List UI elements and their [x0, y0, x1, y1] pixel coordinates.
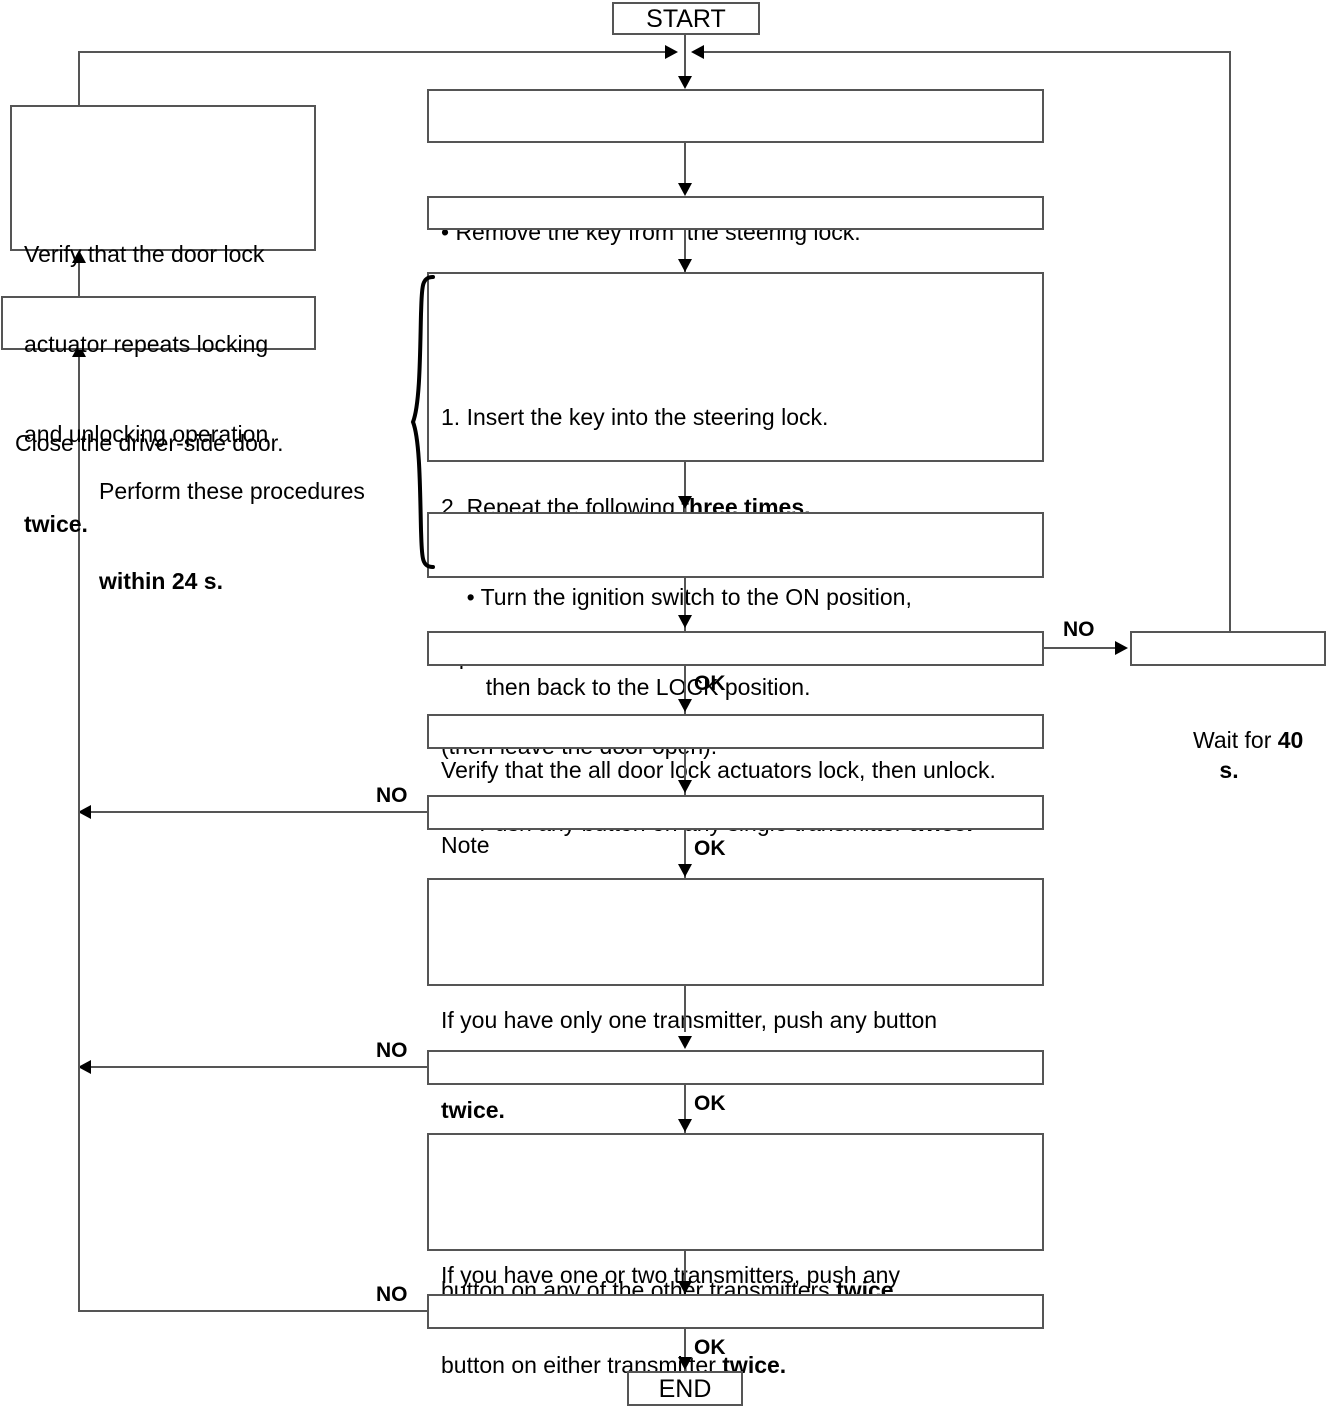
node-wait-40s-emph: 40 s. [1219, 727, 1310, 783]
node-end-label: END [658, 1374, 712, 1403]
edge-start-stem [684, 34, 686, 54]
annotation-perform-within: Perform these procedures within 24 s. [99, 416, 399, 656]
node-remove-key: • Remove the key from the steering lock.… [427, 89, 1044, 335]
edge-open-door-to-insert-key [684, 230, 686, 272]
edge-left-rail-lower [78, 352, 80, 1311]
node-transmitters-b-line-2: button on either transmitter twice. [441, 1350, 1032, 1380]
node-start: START [612, 2, 760, 35]
node-wait-40s-text: Wait for [1192, 727, 1278, 753]
edge-label-no-2: NO [376, 784, 408, 807]
node-start-label: START [646, 4, 726, 33]
edge-verify-4-ok-arrowhead [678, 1357, 692, 1370]
edge-left-return-top [78, 51, 673, 53]
node-end: END [627, 1371, 743, 1406]
edge-verify-2-ok [684, 830, 686, 878]
edge-push-single-to-verify-2 [684, 749, 686, 795]
edge-insert-key-to-open-close [684, 462, 686, 512]
node-verify-4: Verify that the all door lock actuators … [427, 1294, 1044, 1329]
edge-label-ok-2: OK [694, 837, 726, 860]
edge-label-ok-3: OK [694, 1092, 726, 1115]
node-transmitters-b-line-1: If you have one or two transmitters, pus… [441, 1262, 900, 1288]
node-insert-key-note-heading: Note [441, 832, 490, 858]
edge-verify-3-ok [684, 1085, 686, 1133]
annotation-perform-within-line-2: within 24 s. [99, 568, 223, 594]
node-insert-key-line-4: then back to the LOCK position. [441, 674, 811, 700]
node-insert-key: 1. Insert the key into the steering lock… [427, 272, 1044, 948]
edge-merge-to-remove-key [684, 52, 686, 80]
edge-insert-key-to-open-close-arrowhead [678, 496, 692, 509]
node-verify-1: Verify that the all door lock actuators … [427, 631, 1044, 783]
edge-verify-2-no [85, 811, 427, 813]
edge-verify-2-ok-arrowhead [678, 864, 692, 877]
edge-transmitters-a-to-verify-3-arrowhead [678, 1036, 692, 1049]
node-verify-actuator-twice-line-3: and unlocking operation [24, 421, 269, 447]
edge-verify-3-no-arrowhead [78, 1060, 91, 1074]
node-close-driver-door-text: Close the driver-side door. [15, 430, 284, 456]
node-transmitters-a: If you have only one transmitter, push a… [427, 878, 1044, 1303]
node-insert-key-line-3: • Turn the ignition switch to the ON pos… [441, 584, 912, 610]
brace-procedure-group [410, 275, 435, 569]
node-push-single: Push any button on any single transmitte… [427, 714, 1044, 836]
edge-transmitters-b-to-verify-4 [684, 1251, 686, 1291]
edge-transmitters-b-to-verify-4-arrowhead [678, 1281, 692, 1294]
edge-open-close-to-verify-1-arrowhead [678, 615, 692, 628]
node-transmitters-a-line-1: If you have only one transmitter, push a… [441, 1007, 938, 1033]
edge-label-ok-4: OK [694, 1336, 726, 1359]
node-open-driver-door: • Open the driver-side door. [427, 196, 1044, 348]
node-insert-key-line-1: 1. Insert the key into the steering lock… [441, 404, 829, 430]
edge-verify-4-no [78, 1310, 427, 1312]
edge-open-close-to-verify-1 [684, 578, 686, 631]
edge-verify-1-no [1044, 647, 1119, 649]
edge-verify-1-ok-arrowhead [678, 699, 692, 712]
node-wait-40s: Wait for 40 s. [1130, 631, 1326, 783]
edge-verify-actuator-to-top-rail [78, 52, 80, 106]
edge-remove-key-to-open-door-arrowhead [678, 183, 692, 196]
edge-close-door-to-verify-actuator-arrowhead [72, 250, 86, 263]
edge-left-return-arrowhead [665, 45, 678, 59]
node-verify-actuator-twice-line-1: Verify that the door lock [24, 241, 265, 267]
node-verify-actuator-twice: Verify that the door lock actuator repea… [10, 105, 316, 537]
edge-label-no-4: NO [376, 1283, 408, 1306]
edge-remove-key-to-open-door [684, 143, 686, 187]
edge-close-door-to-verify-actuator [78, 258, 80, 296]
node-open-close-door: Open and close the driver-side door thre… [427, 512, 1044, 759]
edge-verify-3-ok-arrowhead [678, 1119, 692, 1132]
edge-verify-1-no-arrowhead [1115, 641, 1128, 655]
node-transmitters-a-line-2: twice. [441, 1097, 505, 1123]
edge-push-single-to-verify-2-arrowhead [678, 780, 692, 793]
node-verify-actuator-twice-line-4: twice. [24, 511, 88, 537]
node-verify-3: Verify that the all door lock actuators … [427, 1050, 1044, 1202]
annotation-perform-within-line-1: Perform these procedures [99, 478, 365, 504]
edge-wait-40s-return [1229, 52, 1231, 632]
node-verify-2: Verify that the all door lock actuators … [427, 795, 1044, 947]
edge-verify-2-no-arrowhead [78, 805, 91, 819]
edge-merge-to-remove-key-arrowhead [678, 76, 692, 89]
edge-open-door-to-insert-key-arrowhead [678, 259, 692, 272]
node-verify-actuator-twice-line-2: actuator repeats locking [24, 331, 269, 357]
edge-right-return-top [697, 51, 1231, 53]
node-verify-1-text: Verify that the all door lock actuators … [441, 757, 996, 783]
edge-label-no-3: NO [376, 1039, 408, 1062]
edge-verify-3-no [85, 1066, 427, 1068]
node-close-driver-door: Close the driver-side door. [1, 296, 316, 456]
edge-verify-1-ok [684, 666, 686, 714]
edge-transmitters-a-to-verify-3 [684, 986, 686, 1032]
node-transmitters-b: If you have one or two transmitters, pus… [427, 1133, 1044, 1378]
edge-label-no-1: NO [1063, 618, 1095, 641]
edge-verify-4-ok [684, 1329, 686, 1371]
edge-right-return-arrowhead [691, 45, 704, 59]
edge-label-ok-1: OK [694, 672, 726, 695]
